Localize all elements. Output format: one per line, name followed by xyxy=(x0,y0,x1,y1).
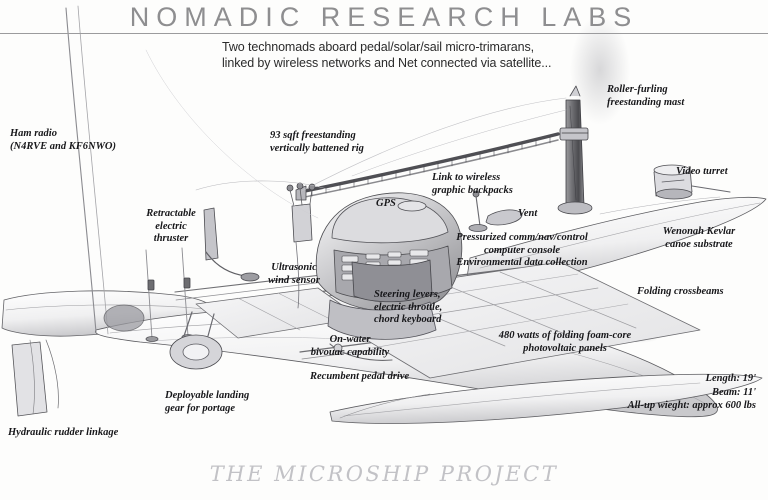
spec-length: Length: 19' xyxy=(705,373,756,384)
label-gps: GPS xyxy=(376,198,396,209)
label-vent: Vent xyxy=(518,208,538,219)
spec-block: Length: 19' Beam: 11' All-up wieght: app… xyxy=(628,372,756,413)
label-pedal-drive: Recumbent pedal drive xyxy=(310,371,410,382)
label-wind-sensor: Ultrasonic wind sensor xyxy=(268,262,320,286)
subtitle: Two technomads aboard pedal/solar/sail m… xyxy=(222,39,642,71)
label-kevlar-canoe: Wenonah Kevlar canoe substrate xyxy=(662,226,736,250)
label-console: Pressurized comm/nav/control computer co… xyxy=(456,232,588,268)
label-rig: 93 sqft freestanding vertically battened… xyxy=(270,130,364,154)
subtitle-line-1: Two technomads aboard pedal/solar/sail m… xyxy=(222,40,534,54)
spec-weight: All-up wieght: approx 600 lbs xyxy=(627,400,756,411)
footer-wordmark: THE MICROSHIP PROJECT xyxy=(209,462,559,486)
spec-beam: Beam: 11' xyxy=(711,386,756,398)
label-wireless-link: Link to wireless graphic backpacks xyxy=(432,172,513,196)
label-controls: Steering levers, electric throttle, chor… xyxy=(374,289,443,325)
page-title: NOMADIC RESEARCH LABS xyxy=(129,2,639,32)
label-rudder-linkage: Hydraulic rudder linkage xyxy=(8,427,119,438)
label-bivouac: On-water bivouac capability xyxy=(310,334,390,358)
header-divider xyxy=(0,33,768,34)
label-roller-mast: Roller-furling freestanding mast xyxy=(607,84,685,108)
label-ham-radio: Ham radio (N4RVE and KF6NWO) xyxy=(10,128,116,152)
label-pv-panels: 480 watts of folding foam-core photovolt… xyxy=(498,330,632,354)
label-landing-gear: Deployable landing gear for portage xyxy=(165,390,250,414)
label-crossbeams: Folding crossbeams xyxy=(637,286,724,297)
label-thruster: Retractable electric thruster xyxy=(146,208,196,244)
label-video-turret: Video turret xyxy=(676,166,728,177)
subtitle-line-2: linked by wireless networks and Net conn… xyxy=(222,56,552,70)
